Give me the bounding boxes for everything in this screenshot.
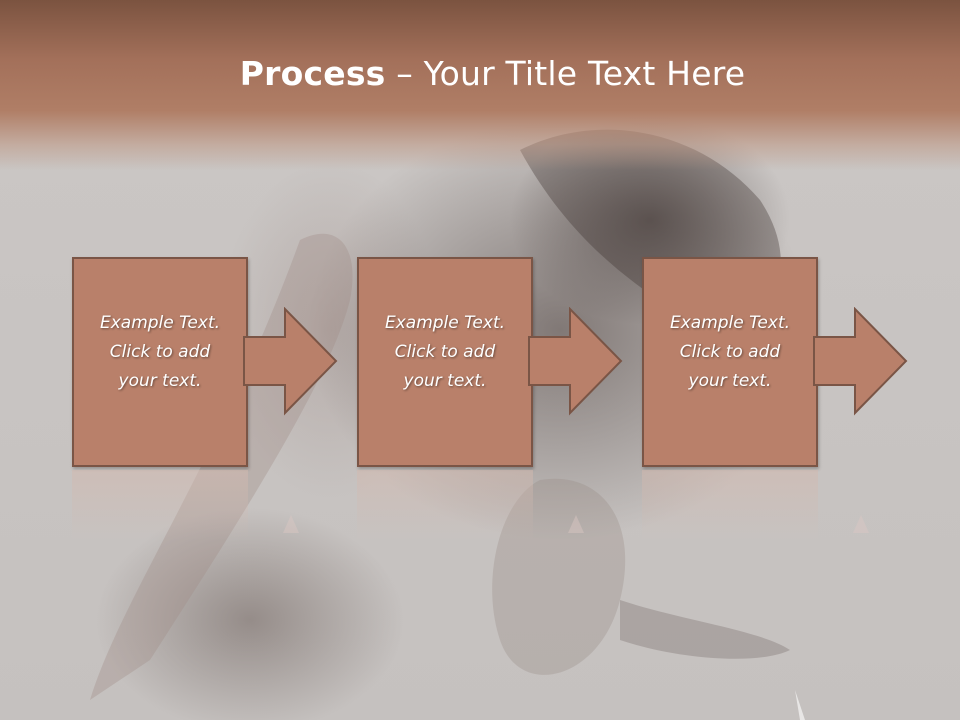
step-text-line: your text. [403, 371, 487, 391]
step-text-line: Example Text. [99, 313, 221, 333]
arrow-reflection [568, 515, 584, 533]
title-bold: Process [239, 54, 386, 93]
arrow-reflection [853, 515, 869, 533]
step-text-line: Click to add [394, 342, 496, 362]
arrow-right-icon [813, 307, 908, 416]
step-reflection [72, 470, 248, 540]
arrow-right-icon [243, 307, 338, 416]
process-step-1: Example Text. Click to add your text. [72, 257, 342, 467]
slide-title[interactable]: Process – Your Title Text Here [0, 54, 960, 93]
process-step-2: Example Text. Click to add your text. [357, 257, 627, 467]
title-bar: Process – Your Title Text Here [0, 0, 960, 170]
step-text-line: Example Text. [669, 313, 791, 333]
arrow-right-icon [528, 307, 623, 416]
step-text[interactable]: Example Text. Click to add your text. [361, 309, 529, 396]
step-reflection [642, 470, 818, 540]
step-reflection [357, 470, 533, 540]
title-rest: – Your Title Text Here [385, 54, 746, 93]
step-text-line: Click to add [109, 342, 211, 362]
step-box[interactable] [357, 257, 533, 467]
step-text[interactable]: Example Text. Click to add your text. [76, 309, 244, 396]
arrow-reflection [283, 515, 299, 533]
step-box[interactable] [72, 257, 248, 467]
step-text-line: Click to add [679, 342, 781, 362]
process-step-3: Example Text. Click to add your text. [642, 257, 912, 467]
step-text-line: your text. [118, 371, 202, 391]
step-text[interactable]: Example Text. Click to add your text. [646, 309, 814, 396]
step-text-line: your text. [688, 371, 772, 391]
step-text-line: Example Text. [384, 313, 506, 333]
